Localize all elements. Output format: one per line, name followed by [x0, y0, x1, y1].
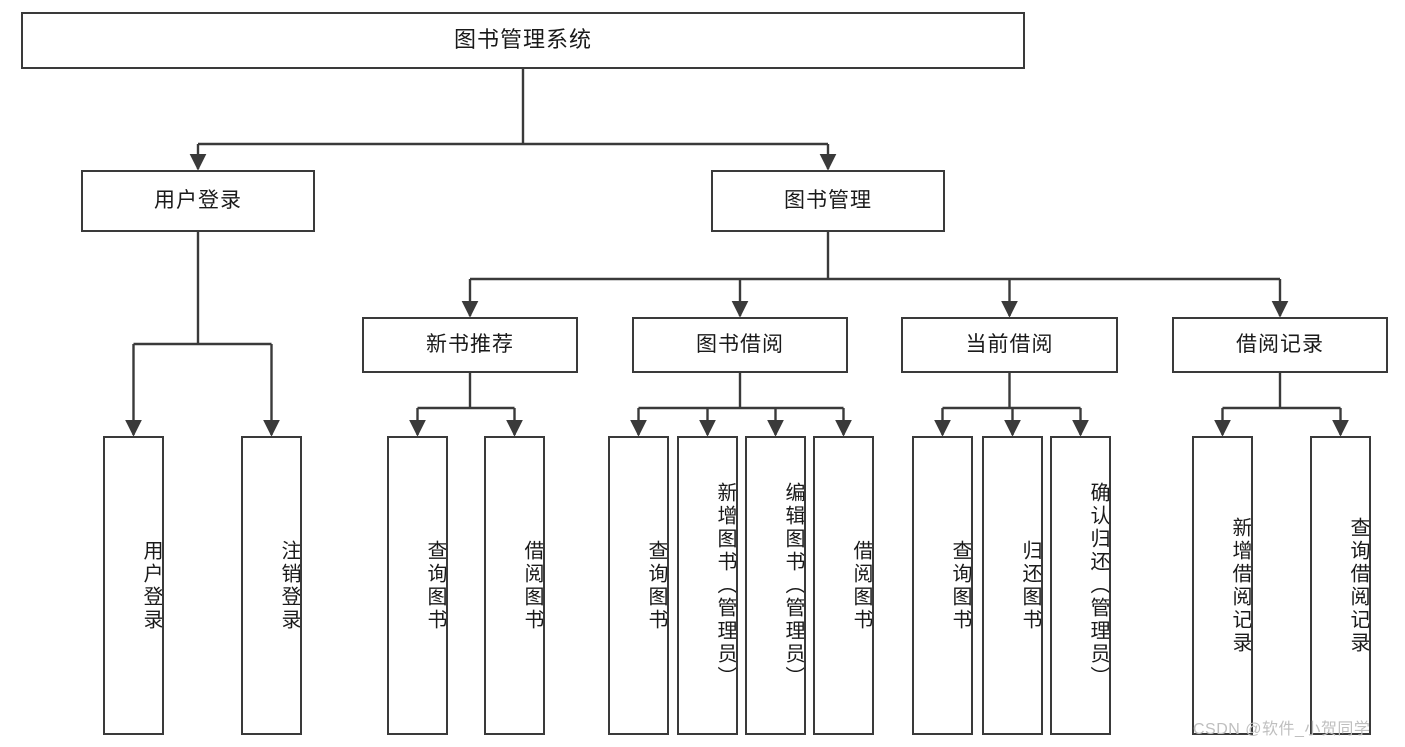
node-root[interactable]: 图书管理系统: [21, 12, 1025, 69]
node-leaf-add-book[interactable]: 新增图书（管理员）: [677, 436, 738, 735]
node-book-manage[interactable]: 图书管理: [711, 170, 945, 232]
node-current-borrow[interactable]: 当前借阅: [901, 317, 1118, 373]
node-leaf-borrow-book[interactable]: 借阅图书: [813, 436, 874, 735]
node-leaf-user-login[interactable]: 用户登录: [103, 436, 164, 735]
node-book-borrow[interactable]: 图书借阅: [632, 317, 848, 373]
watermark: CSDN @软件_小贺同学: [1193, 721, 1371, 738]
node-leaf-query-book-new[interactable]: 查询图书: [387, 436, 448, 735]
node-leaf-edit-book[interactable]: 编辑图书（管理员）: [745, 436, 806, 735]
node-leaf-return-book[interactable]: 归还图书: [982, 436, 1043, 735]
node-leaf-confirm-return[interactable]: 确认归还（管理员）: [1050, 436, 1111, 735]
node-new-book-recommend[interactable]: 新书推荐: [362, 317, 578, 373]
node-leaf-query-record[interactable]: 查询借阅记录: [1310, 436, 1371, 735]
node-leaf-user-logout[interactable]: 注销登录: [241, 436, 302, 735]
node-leaf-query-book-current[interactable]: 查询图书: [912, 436, 973, 735]
node-leaf-query-book-borrow[interactable]: 查询图书: [608, 436, 669, 735]
node-user-login[interactable]: 用户登录: [81, 170, 315, 232]
node-borrow-record[interactable]: 借阅记录: [1172, 317, 1388, 373]
node-leaf-borrow-book-new[interactable]: 借阅图书: [484, 436, 545, 735]
node-leaf-add-record[interactable]: 新增借阅记录: [1192, 436, 1253, 735]
